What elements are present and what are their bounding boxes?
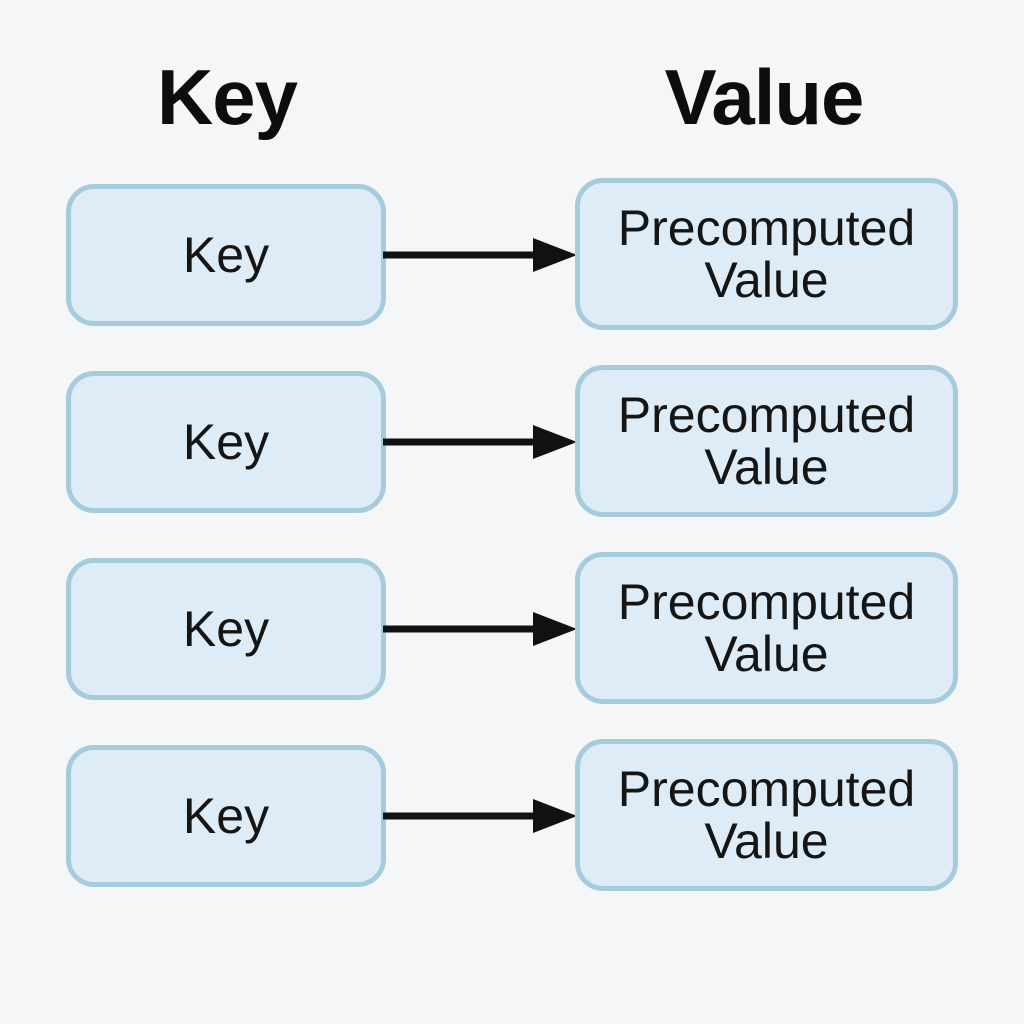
key-box: Key [66,558,386,700]
right-arrow-icon [383,799,577,833]
key-box: Key [66,745,386,887]
key-box-label: Key [182,601,270,657]
value-box: Precomputed Value [575,739,958,891]
mapping-row: Key Precomputed Value [0,737,1024,893]
value-column-header: Value [664,53,865,141]
right-arrow-icon [383,612,577,646]
value-box-label: Precomputed Value [617,574,916,682]
key-box-label: Key [182,788,270,844]
value-box-label: Precomputed Value [617,200,916,308]
right-arrow-icon [383,425,577,459]
value-box: Precomputed Value [575,552,958,704]
key-box: Key [66,184,386,326]
value-box: Precomputed Value [575,365,958,517]
key-column-header: Key [156,53,298,141]
value-box-label: Precomputed Value [617,387,916,495]
mapping-row: Key Precomputed Value [0,363,1024,519]
value-box-label: Precomputed Value [617,761,916,869]
mapping-row: Key Precomputed Value [0,176,1024,332]
value-box: Precomputed Value [575,178,958,330]
right-arrow-icon [383,238,577,272]
mapping-row: Key Precomputed Value [0,550,1024,706]
key-box: Key [66,371,386,513]
key-box-label: Key [182,414,270,470]
key-box-label: Key [182,227,270,283]
